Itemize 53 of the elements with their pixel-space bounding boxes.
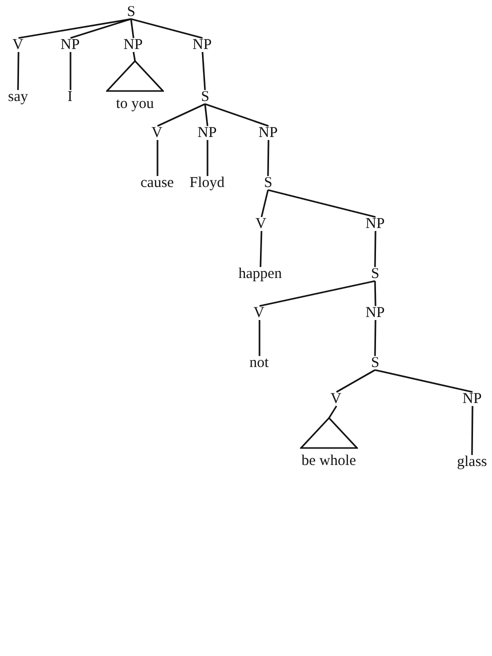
tree-branch-line: [374, 369, 473, 393]
tree-node-label: happen: [238, 266, 282, 282]
tree-node-label: V: [254, 305, 264, 321]
tree-node-label: S: [127, 4, 136, 20]
tree-node-label: NP: [60, 37, 80, 53]
tree-branch-line: [374, 280, 376, 306]
tree-branch-line: [202, 52, 206, 90]
word-label: be whole: [302, 453, 356, 469]
tree-node-label: NP: [366, 216, 385, 232]
tree-node-label: not: [250, 355, 269, 371]
tree-node-label: V: [152, 125, 162, 141]
tree-node-label: NP: [462, 391, 482, 407]
tree-branch-line: [328, 406, 338, 418]
tree-branch-line: [157, 103, 206, 127]
tree-node-label: S: [371, 355, 380, 371]
tree-branch-line: [268, 189, 376, 218]
tree-node-label: NP: [258, 125, 278, 141]
tree-branch-line: [70, 18, 132, 39]
tree-branch-line: [260, 190, 269, 218]
tree-branch-line: [374, 320, 376, 356]
tree-branch-line: [471, 406, 474, 455]
tree-node-label: Floyd: [190, 175, 225, 191]
tree-branch-line: [374, 230, 376, 268]
tree-node-label: NP: [198, 125, 217, 141]
tree-node-label: V: [330, 391, 342, 407]
tree-node-label: NP: [192, 37, 212, 53]
tree-branch-line: [18, 18, 132, 39]
tree-node-label: V: [256, 216, 266, 232]
tree-branch-line: [156, 140, 158, 176]
word-label: to you: [116, 96, 154, 112]
tree-node-label: say: [8, 89, 28, 105]
tree-node-label: I: [68, 89, 72, 105]
tree-node-label: S: [264, 175, 272, 191]
tree-node-label: V: [12, 37, 24, 53]
tree-branch-line: [206, 140, 208, 176]
tree-node-label: S: [201, 89, 210, 105]
tree-branch-line: [260, 230, 262, 268]
tree-branch-line: [17, 52, 20, 90]
tree-node-label: NP: [366, 305, 385, 321]
tree-node-label: S: [371, 266, 380, 282]
tree-branch-line: [204, 103, 269, 127]
tree-branch-line: [130, 18, 203, 39]
tree-branch-line: [259, 280, 376, 307]
tree-branch-line: [267, 140, 270, 176]
tree-branch-line: [130, 18, 134, 38]
tree-branch-line: [70, 52, 72, 90]
tree-node-label: NP: [124, 37, 143, 53]
tree-node-label: glass: [457, 454, 487, 470]
tree-branch-line: [336, 369, 376, 393]
tree-branch-line: [204, 104, 208, 126]
tree-node-label: cause: [140, 175, 174, 191]
tree-branch-line: [132, 52, 136, 62]
tree-branch-line: [258, 320, 260, 356]
